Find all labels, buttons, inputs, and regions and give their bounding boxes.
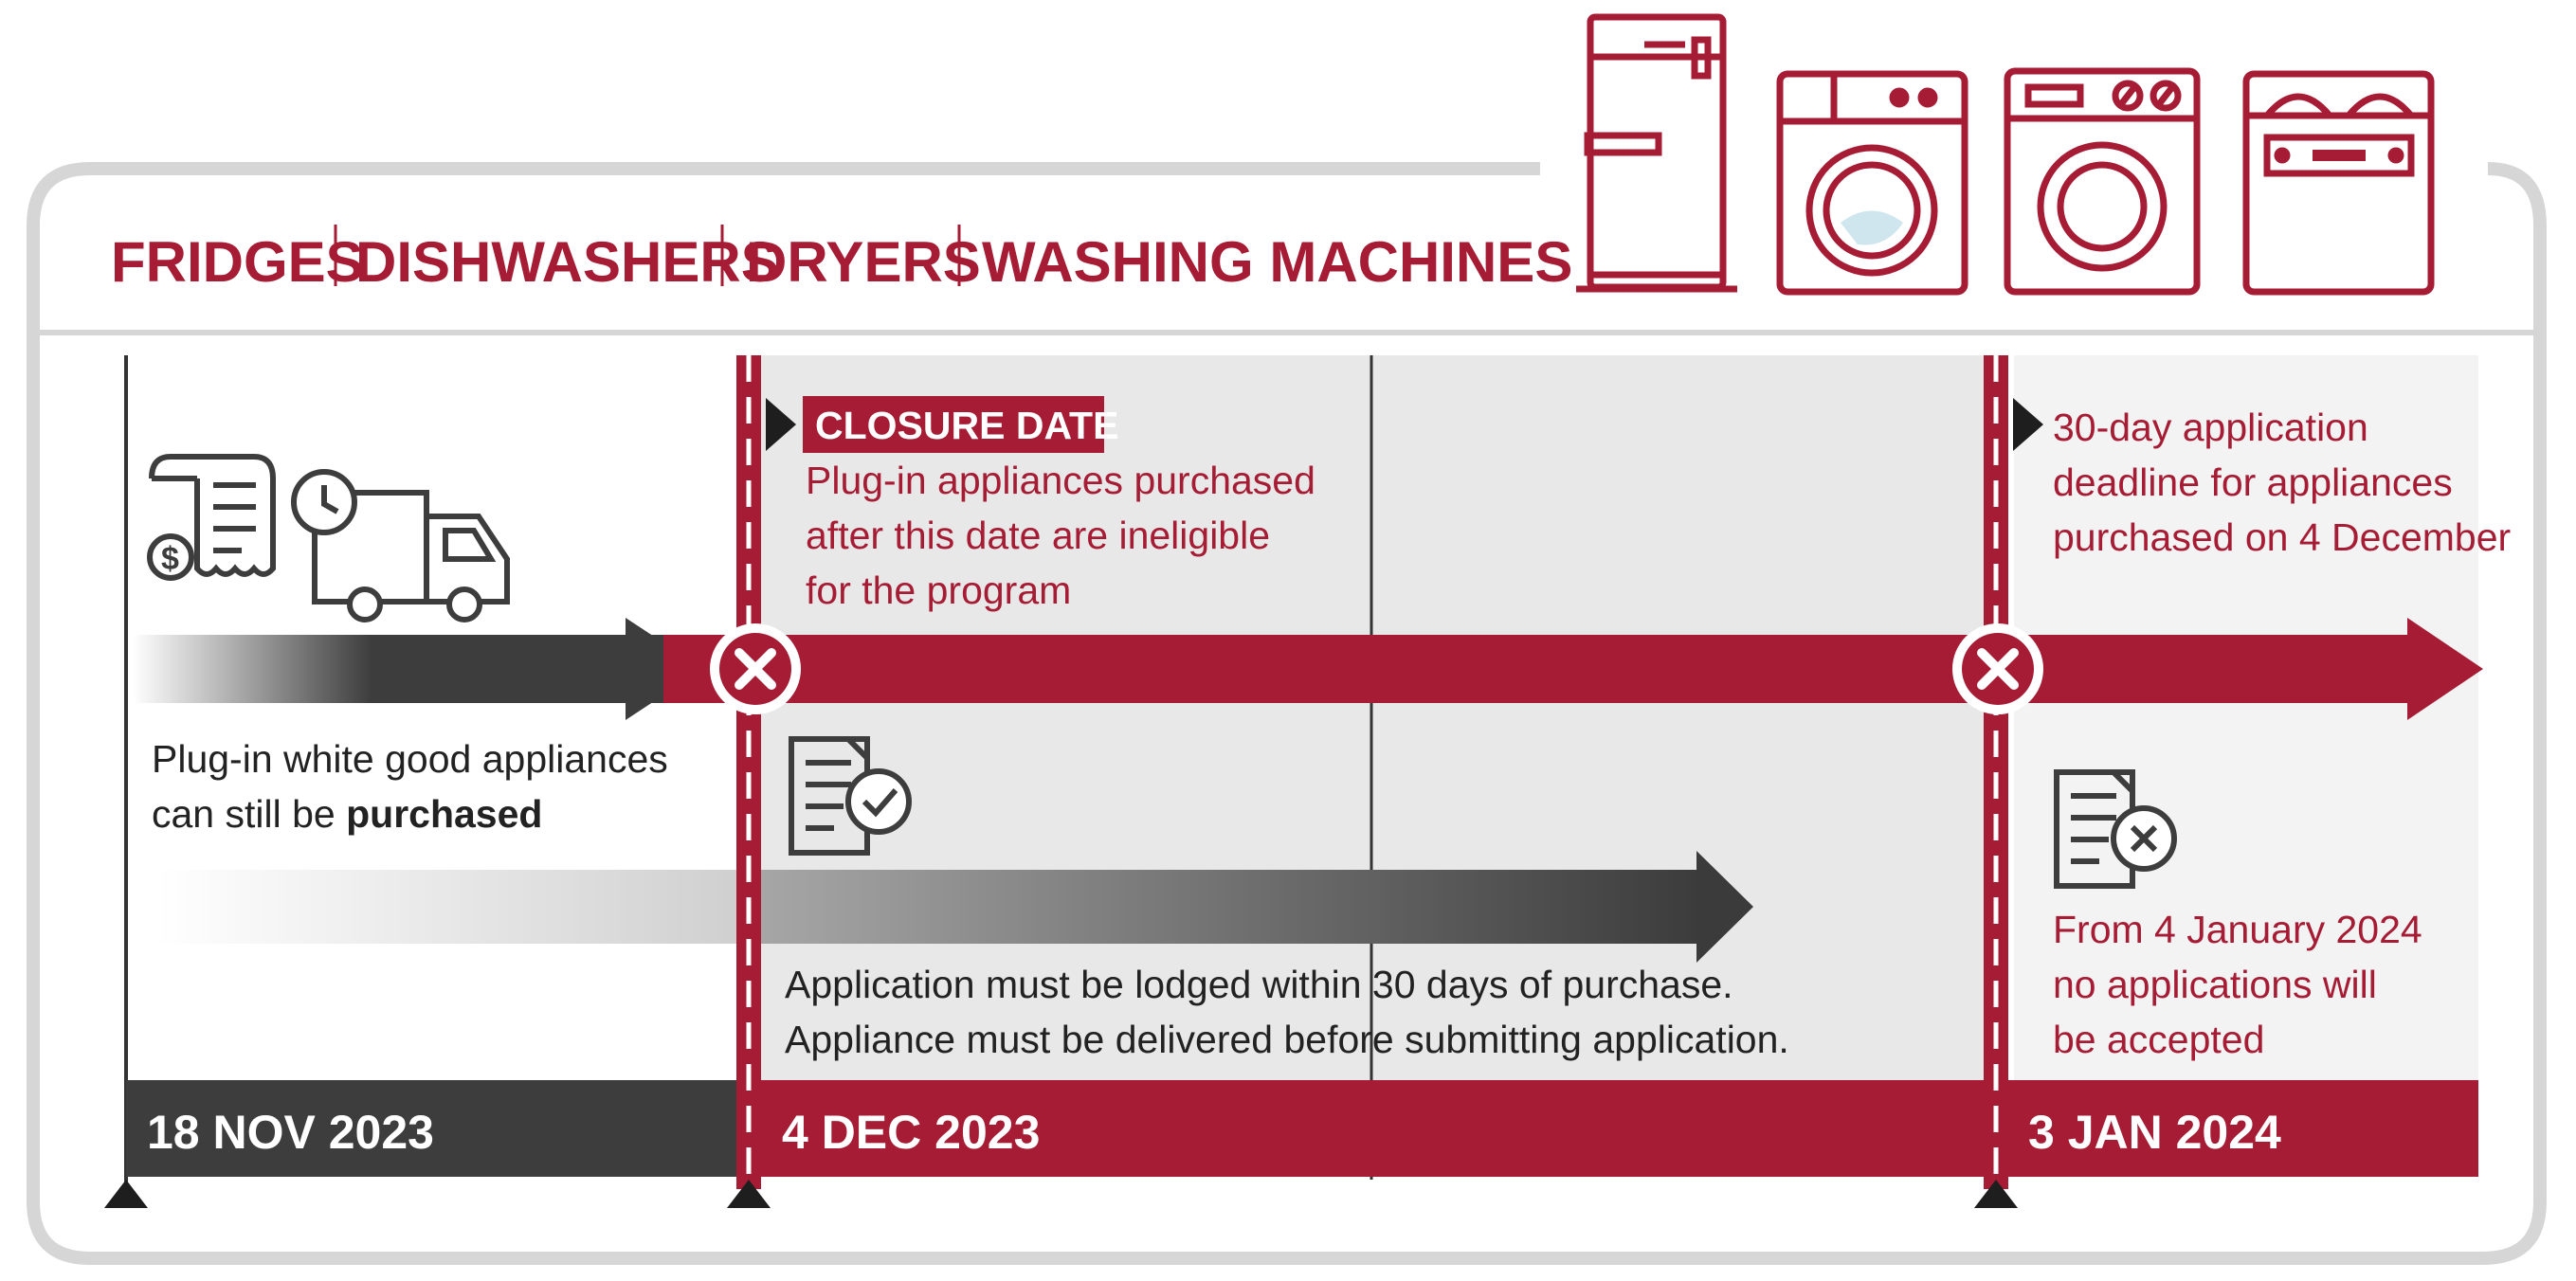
start-triangle-icon bbox=[104, 1180, 148, 1208]
after-deadline-panel bbox=[2014, 355, 2478, 1128]
dryer-icon bbox=[2004, 67, 2201, 296]
outer-frame bbox=[27, 162, 2547, 1265]
deadline-note-line-1: 30-day application bbox=[2053, 406, 2368, 449]
fridge-icon bbox=[1576, 13, 1737, 293]
closure-note-line-3: for the program bbox=[806, 568, 1071, 612]
start-date-bar bbox=[126, 1080, 744, 1177]
closure-date-label: 4 DEC 2023 bbox=[782, 1106, 1040, 1159]
document-rejected-icon bbox=[2054, 769, 2177, 889]
deadline-pointer-icon bbox=[2013, 398, 2043, 451]
purchase-note-line-1: Plug-in white good appliances bbox=[152, 737, 668, 781]
deadline-triangle-icon bbox=[1974, 1180, 2018, 1208]
delivery-truck-icon bbox=[291, 469, 510, 622]
svg-text:$: $ bbox=[161, 541, 179, 577]
category-washing-machines: WASHING MACHINES bbox=[982, 230, 1572, 294]
closure-period-panel bbox=[744, 355, 1986, 1128]
closure-close-icon bbox=[710, 623, 801, 714]
deadline-note-line-2: deadline for appliances bbox=[2053, 460, 2453, 504]
receipt-icon: $ bbox=[147, 454, 276, 581]
closure-triangle-icon bbox=[727, 1180, 771, 1208]
closure-badge bbox=[803, 396, 1104, 453]
no-applications-line-2: no applications will bbox=[2053, 963, 2377, 1006]
closure-timeline-arrow bbox=[663, 618, 2483, 720]
closure-badge-label: CLOSURE DATE bbox=[815, 404, 1118, 447]
deadline-close-icon bbox=[1952, 623, 2043, 714]
category-heading: FRIDGES DISHWASHERS DRYERS WASHING MACHI… bbox=[111, 225, 1572, 294]
category-dryers: DRYERS bbox=[746, 230, 981, 294]
closure-date-bar bbox=[744, 1080, 2478, 1177]
no-applications-line-1: From 4 January 2024 bbox=[2053, 908, 2422, 951]
start-date-label: 18 NOV 2023 bbox=[147, 1106, 434, 1159]
category-dishwashers: DISHWASHERS bbox=[355, 230, 779, 294]
closure-note-line-2: after this date are ineligible bbox=[806, 514, 1270, 557]
deadline-date-marker bbox=[1984, 355, 2008, 1189]
purchase-note-line-2: can still be purchased bbox=[152, 792, 542, 836]
no-applications-line-3: be accepted bbox=[2053, 1018, 2264, 1061]
washing-machine-icon bbox=[1776, 70, 1968, 296]
deadline-note-line-3: purchased on 4 December bbox=[2053, 515, 2511, 559]
dishwasher-icon bbox=[2242, 70, 2435, 296]
purchase-arrow bbox=[133, 618, 703, 720]
closure-note-line-1: Plug-in appliances purchased bbox=[806, 459, 1315, 502]
application-arrow bbox=[156, 851, 1753, 963]
closure-pointer-icon bbox=[766, 398, 796, 451]
closure-date-marker bbox=[736, 355, 761, 1189]
application-note-line-2: Appliance must be delivered before submi… bbox=[785, 1018, 1789, 1061]
application-note-line-1: Application must be lodged within 30 day… bbox=[785, 963, 1733, 1006]
category-fridges: FRIDGES bbox=[111, 230, 364, 294]
deadline-date-label: 3 JAN 2024 bbox=[2028, 1106, 2281, 1159]
purchase-note-bold: purchased bbox=[346, 792, 542, 836]
document-check-icon bbox=[789, 736, 912, 856]
purchase-note-prefix: can still be bbox=[152, 792, 346, 836]
